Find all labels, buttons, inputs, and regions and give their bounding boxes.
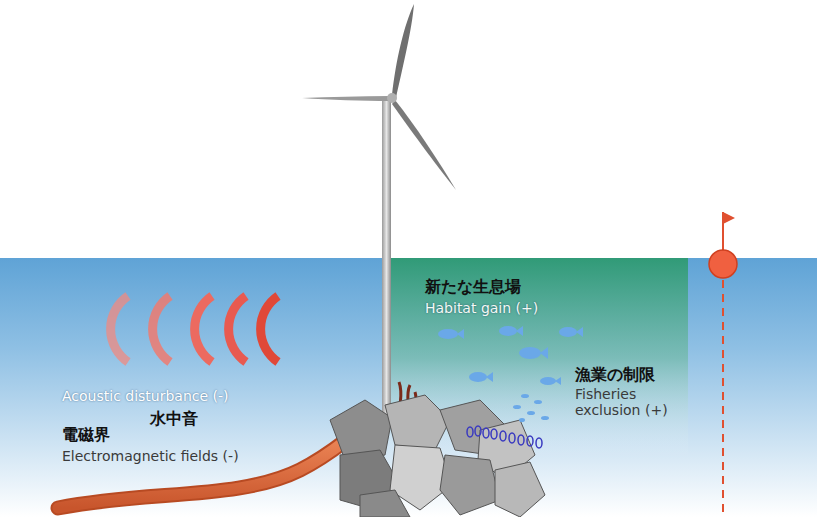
emf-label-en: Electromagnetic fields (-): [62, 448, 239, 464]
fisheries-label-en: Fisheries exclusion (+): [575, 386, 675, 418]
turbine-blades: [302, 4, 456, 190]
fish: [438, 326, 583, 422]
emf-label-ja: 電磁界: [62, 426, 110, 444]
sea: [0, 258, 817, 517]
turbine-tower: [382, 97, 391, 417]
mussels: [467, 426, 542, 448]
sound-waves: [111, 296, 278, 362]
habitat-label-en: Habitat gain (+): [425, 300, 538, 316]
acoustic-label-ja: 水中音: [150, 410, 198, 428]
fisheries-label-ja: 漁業の制限: [575, 366, 655, 384]
habitat-label-ja: 新たな生息場: [425, 278, 521, 296]
acoustic-label-en: Acoustic disturbance (-): [62, 388, 229, 404]
buoy: [709, 212, 737, 517]
scour-protection-rocks: [330, 395, 545, 517]
